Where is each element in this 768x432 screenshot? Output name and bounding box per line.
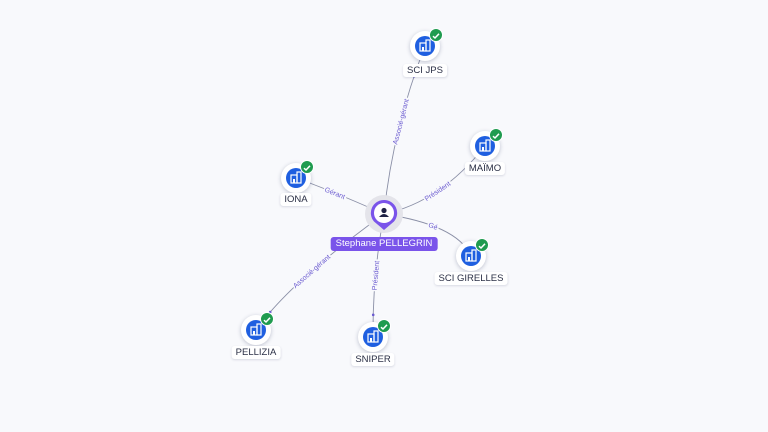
person-name-label[interactable]: Stephane PELLEGRIN	[330, 237, 438, 251]
edge-label-5: Président	[372, 260, 382, 290]
check-icon	[489, 128, 503, 142]
company-name-label[interactable]: IONA	[280, 193, 312, 206]
check-icon	[475, 238, 489, 252]
company-name-label[interactable]: SCI JPS	[403, 64, 447, 77]
edge-label-2: Gérant	[323, 187, 346, 202]
building-icon	[475, 136, 495, 156]
building-icon	[363, 327, 383, 347]
edge-label-1: Président	[424, 181, 452, 203]
building-icon	[461, 246, 481, 266]
person-icon	[379, 207, 389, 217]
company-badge	[470, 128, 503, 161]
company-name-label[interactable]: MAÏMO	[464, 162, 506, 175]
check-icon	[429, 28, 443, 42]
check-icon	[260, 312, 274, 326]
person-pin-icon	[365, 195, 403, 233]
company-badge	[456, 238, 489, 271]
check-icon	[377, 319, 391, 333]
edge-label-0: Associé-gérant	[392, 98, 410, 145]
edge-arrow-5	[371, 313, 375, 317]
person-node[interactable]	[364, 194, 404, 234]
building-icon	[286, 168, 306, 188]
company-name-label[interactable]: PELLIZIA	[231, 346, 281, 359]
company-badge	[358, 319, 391, 352]
edge-label-4: Associé-gérant	[292, 254, 332, 290]
company-badge	[241, 312, 274, 345]
building-icon	[246, 320, 266, 340]
building-icon	[415, 36, 435, 56]
company-name-label[interactable]: SCI GIRELLES	[434, 272, 508, 285]
check-icon	[300, 160, 314, 174]
company-badge	[281, 160, 314, 193]
company-name-label[interactable]: SNIPER	[351, 353, 395, 366]
edge-label-3: Gé	[427, 222, 438, 232]
company-badge	[410, 28, 443, 61]
